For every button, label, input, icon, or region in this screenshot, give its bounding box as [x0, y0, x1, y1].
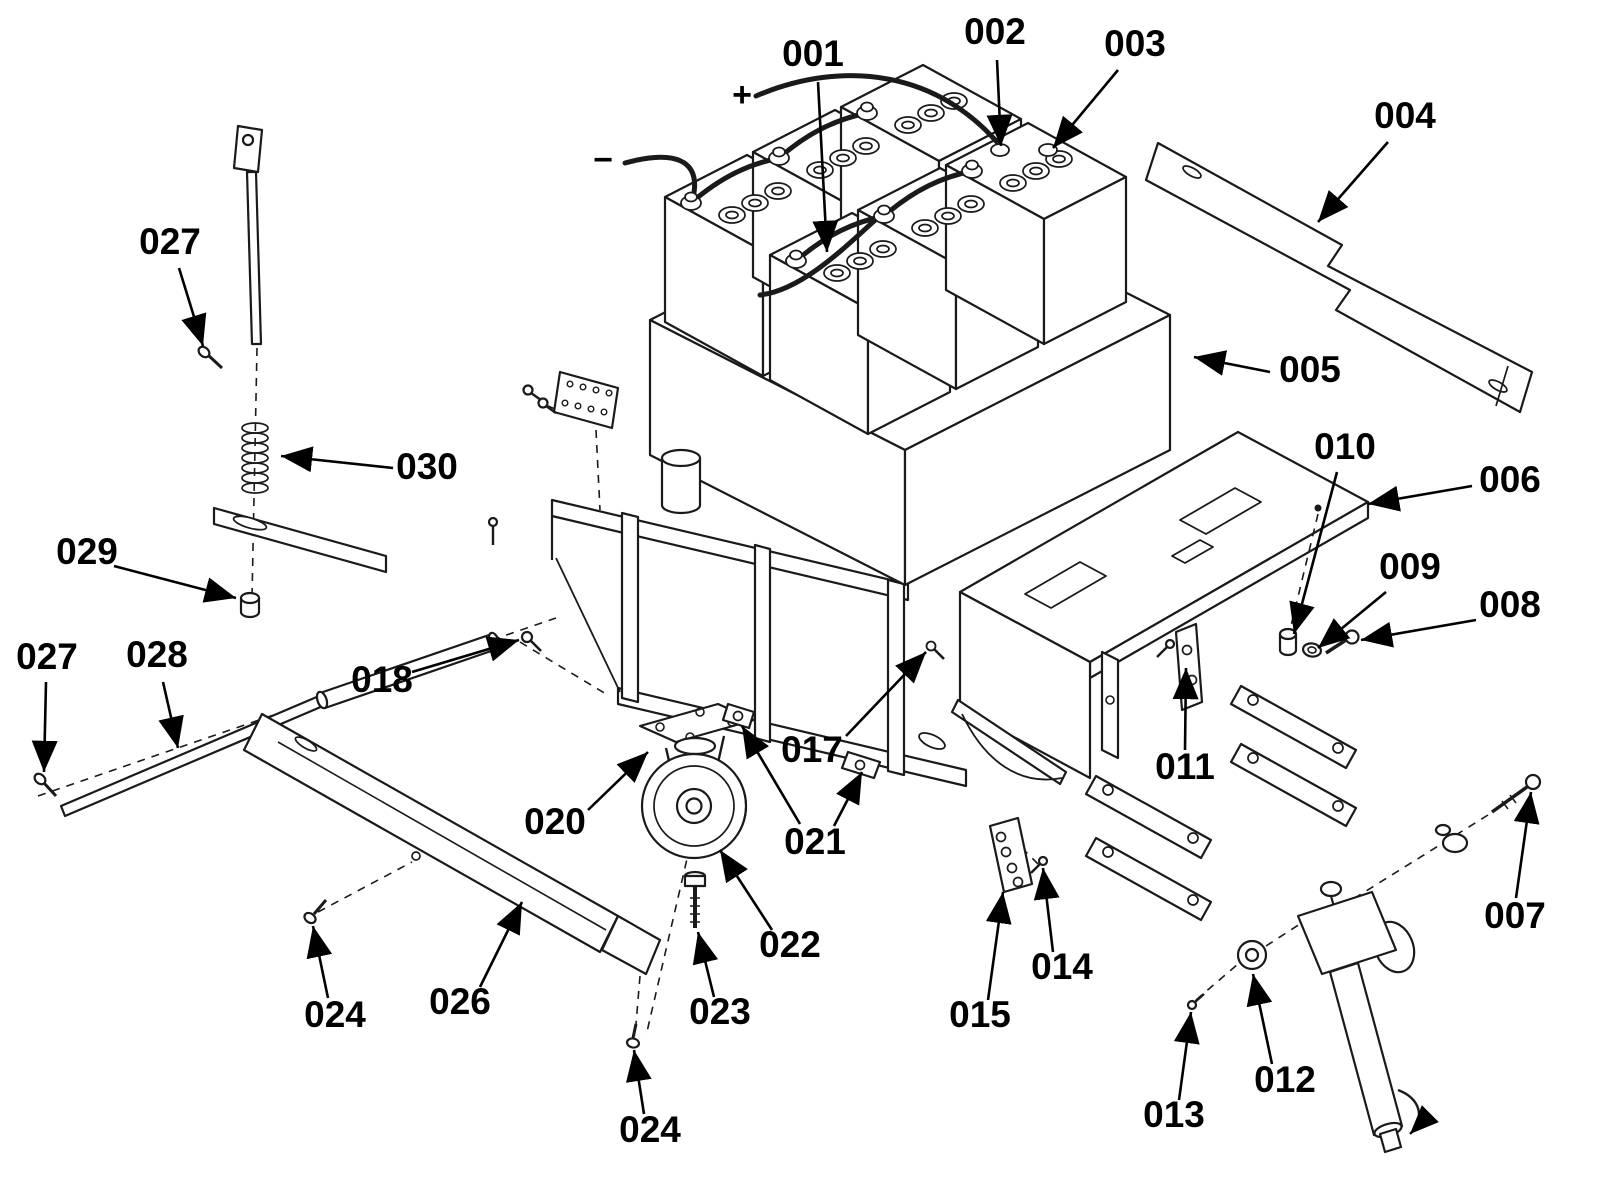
- callout-027-lower-label: 027: [16, 636, 78, 677]
- callout-021-label: 021: [784, 821, 846, 862]
- plus-polarity-label: +: [732, 76, 752, 114]
- screw-024-bottom: [625, 1023, 641, 1049]
- battery-pack: [622, 63, 1128, 436]
- actuator-012: [1195, 880, 1439, 1154]
- minus-polarity-label: −: [593, 141, 613, 179]
- bushing-007: [1434, 823, 1469, 854]
- callout-leaders: [31, 59, 1540, 1115]
- terminal-bracket-plate: [522, 370, 620, 511]
- spacer-010: [1278, 513, 1319, 657]
- callout-018-label: 018: [351, 659, 413, 700]
- callout-024-bottom-label: 024: [619, 1109, 681, 1150]
- callout-017-label: 017: [781, 729, 843, 770]
- screw-013: [1186, 993, 1205, 1011]
- callout-007-label: 007: [1484, 895, 1546, 936]
- callout-010-label: 010: [1314, 426, 1376, 467]
- callout-015-label: 015: [949, 994, 1011, 1035]
- cylinder-spacer: [660, 448, 702, 515]
- callout-001-label: 001: [782, 33, 844, 74]
- callout-008-label: 008: [1479, 584, 1541, 625]
- callout-026-label: 026: [429, 981, 491, 1022]
- bolt-023: [683, 870, 707, 928]
- callout-004-label: 004: [1374, 95, 1436, 136]
- hanger-rod-assembly: [197, 124, 388, 619]
- screw-027-upper: [197, 345, 224, 370]
- callout-003-label: 003: [1104, 23, 1166, 64]
- screw-027-lower: [33, 772, 58, 798]
- callout-labels: 001 002 003 004 005 006 007 008 009 010 …: [16, 11, 1546, 1150]
- screw-024-left: [303, 899, 328, 925]
- screw-018: [520, 630, 542, 652]
- caster-assembly: [638, 702, 756, 1037]
- washer-009: [1301, 642, 1323, 658]
- callout-006-label: 006: [1479, 459, 1541, 500]
- battery-terminals: [680, 101, 1058, 269]
- callout-027-upper-label: 027: [139, 221, 201, 262]
- terminal-block-015: [988, 816, 1039, 894]
- clip-021-b: [840, 750, 882, 780]
- side-panel-top: [1144, 141, 1534, 414]
- callout-030-label: 030: [396, 446, 458, 487]
- mount-knob-012: [1236, 939, 1268, 971]
- callout-012-label: 012: [1254, 1059, 1316, 1100]
- slotted-bar: [212, 506, 388, 574]
- callout-013-label: 013: [1143, 1094, 1205, 1135]
- callout-028-label: 028: [126, 634, 188, 675]
- callout-009-label: 009: [1379, 546, 1441, 587]
- callout-014-label: 014: [1031, 946, 1093, 987]
- callout-005-label: 005: [1279, 349, 1341, 390]
- callout-029-label: 029: [56, 531, 118, 572]
- pin-fastener: [487, 516, 499, 545]
- mounting-straps: [1084, 684, 1358, 922]
- cap-nut-029: [239, 591, 261, 619]
- callout-011-label: 011: [1155, 746, 1215, 787]
- callout-020-label: 020: [524, 801, 586, 842]
- screw-017: [925, 640, 945, 660]
- battery-caps: [718, 92, 1073, 282]
- callout-024-left-label: 024: [304, 994, 366, 1035]
- caster-wheel-022: [640, 752, 748, 860]
- spring-030: [241, 422, 269, 494]
- callout-002-label: 002: [964, 11, 1026, 52]
- callout-022-label: 022: [759, 924, 821, 965]
- side-panel-lower: [242, 712, 662, 1049]
- callout-023-label: 023: [689, 991, 751, 1032]
